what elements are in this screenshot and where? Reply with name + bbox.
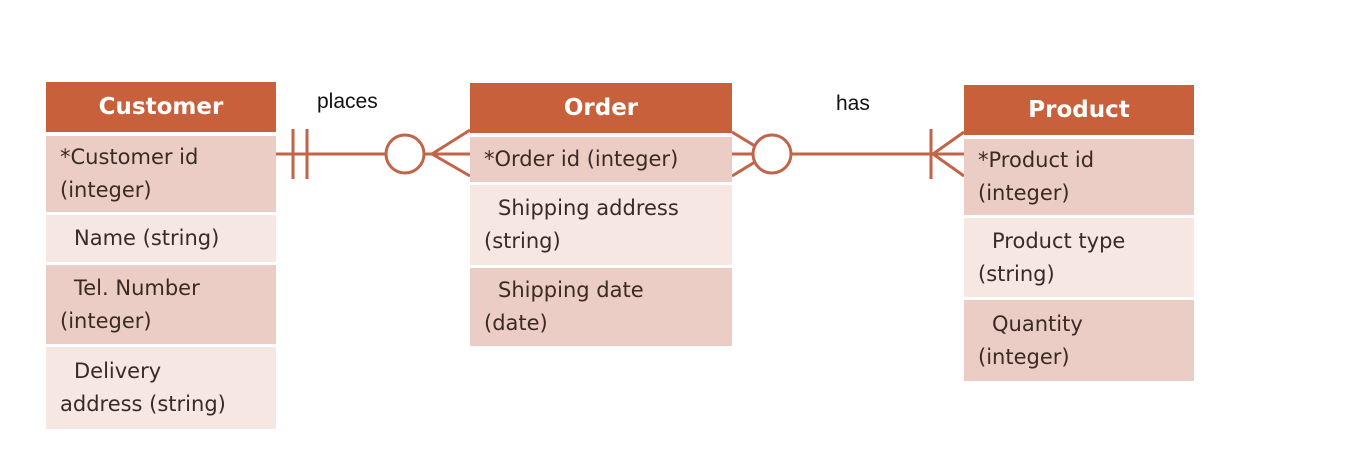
customer-attr-id: *Customer id (integer) (46, 136, 276, 215)
attr-line: Name (string) (74, 226, 220, 250)
has-label: has (836, 92, 870, 115)
attr-line: Delivery (74, 359, 162, 383)
has-zero-circle (751, 133, 793, 175)
customer-title: Customer (46, 82, 276, 136)
attr-line: Product type (992, 228, 1126, 253)
attr-line: (string) (484, 229, 561, 253)
attr-line: Tel. Number (74, 275, 200, 300)
attr-line: (integer) (60, 308, 152, 333)
attr-line: (string) (978, 261, 1055, 286)
attr-line: Quantity (992, 311, 1083, 336)
places-label: places (317, 90, 378, 113)
product-title: Product (964, 85, 1194, 139)
places-zero-circle (384, 133, 426, 175)
attr-line: (date) (484, 311, 548, 335)
order-attr-shipping-date: Shipping date (date) (470, 268, 732, 346)
product-attr-type: Product type (string) (964, 218, 1194, 300)
attr-line: *Customer id (60, 145, 199, 169)
customer-attr-tel: Tel. Number (integer) (46, 265, 276, 347)
has-crowfoot-top-right (932, 130, 965, 156)
attr-line: Shipping date (498, 278, 644, 302)
order-title: Order (470, 83, 732, 137)
has-crowfoot-bottom-right (932, 152, 965, 178)
attr-line: *Order id (integer) (484, 147, 679, 171)
attr-line: *Product id (978, 148, 1095, 172)
attr-line: (integer) (60, 178, 152, 202)
product-entity: Product *Product id (integer) Product ty… (964, 85, 1194, 381)
attr-line: address (string) (60, 392, 226, 416)
places-crowfoot-top (431, 128, 471, 156)
product-attr-id: *Product id (integer) (964, 139, 1194, 218)
product-attr-quantity: Quantity (integer) (964, 300, 1194, 381)
customer-attr-delivery: Delivery address (string) (46, 347, 276, 429)
places-crowfoot-bottom (431, 152, 471, 178)
customer-attr-name: Name (string) (46, 215, 276, 265)
order-attr-id: *Order id (integer) (470, 137, 732, 185)
attr-line: (integer) (978, 344, 1070, 369)
attr-line: (integer) (978, 181, 1070, 205)
order-entity: Order *Order id (integer) Shipping addre… (470, 83, 732, 346)
order-attr-shipping-address: Shipping address (string) (470, 185, 732, 268)
customer-entity: Customer *Customer id (integer) Name (st… (46, 82, 276, 429)
attr-line: Shipping address (498, 196, 679, 220)
